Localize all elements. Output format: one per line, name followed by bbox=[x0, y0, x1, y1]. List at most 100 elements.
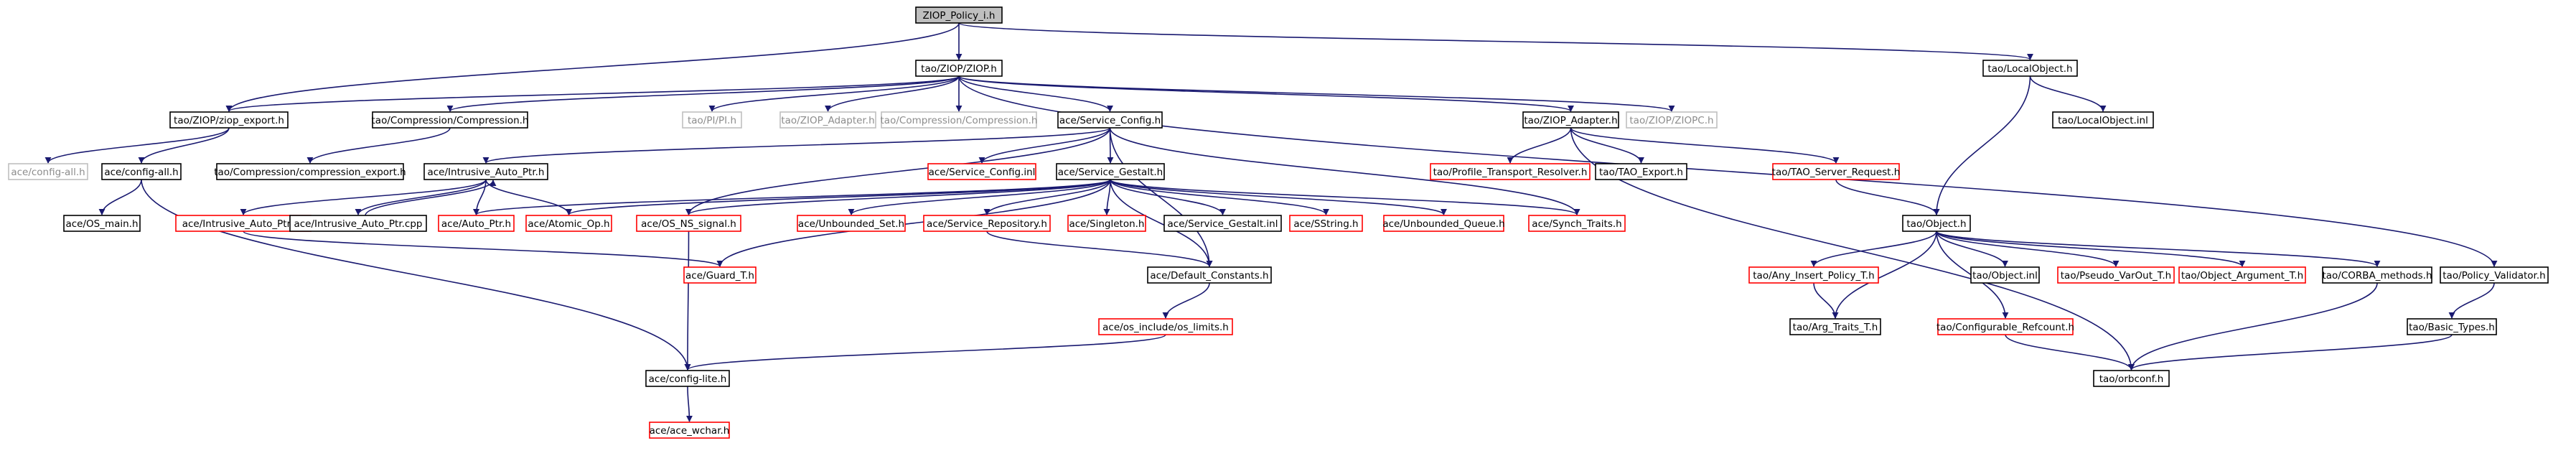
node-service-gestalt-inl[interactable]: ace/Service_Gestalt.inl bbox=[1163, 215, 1282, 232]
node-object-h[interactable]: tao/Object.h bbox=[1902, 215, 1971, 232]
node-orbconf-h[interactable]: tao/orbconf.h bbox=[2093, 370, 2170, 387]
node-box bbox=[1982, 60, 2078, 77]
node-service-config-h[interactable]: ace/Service_Config.h bbox=[1057, 111, 1163, 129]
edge-root-to-ziop_export_h bbox=[225, 22, 960, 112]
edge-group-ziop_h-policy_validator_h bbox=[958, 75, 2498, 267]
edge-config_all_h-to-os_main_h bbox=[98, 179, 142, 215]
node-service-config-inl[interactable]: ace/Service_Config.inl bbox=[927, 163, 1036, 180]
node-root[interactable]: ZIOP_Policy_i.h bbox=[915, 6, 1003, 24]
node-guard-t-h[interactable]: ace/Guard_T.h bbox=[683, 266, 757, 284]
edge-group-ziop_h-pi_h bbox=[708, 75, 960, 112]
node-box bbox=[2093, 370, 2170, 387]
edge-service_gestalt_h-to-unbounded_set_h bbox=[848, 179, 1111, 215]
edge-group-ziop_adapter_h-profile_transport_resolver_h bbox=[1507, 127, 1572, 164]
node-sstring-h[interactable]: ace/SString.h bbox=[1289, 215, 1363, 232]
edge-group-localobject_h-object_h bbox=[1933, 75, 2031, 215]
node-service-gestalt-h[interactable]: ace/Service_Gestalt.h bbox=[1056, 163, 1165, 180]
edge-group-object_h-object_argument_t_h bbox=[1936, 231, 2246, 267]
node-policy-validator-h[interactable]: tao/Policy_Validator.h bbox=[2440, 266, 2549, 284]
edge-group-service_config_h-os_ns_signal_h bbox=[685, 127, 1111, 215]
edge-intrusive_auto_ptr_inl-to-guard_t_h bbox=[243, 231, 723, 267]
node-configurable-refcount-h[interactable]: tao/Configurable_Refcount.h bbox=[1936, 318, 2074, 335]
node-service-repository-h[interactable]: ace/Service_Repository.h bbox=[923, 215, 1051, 232]
node-arg-traits-t-h[interactable]: tao/Arg_Traits_T.h bbox=[1789, 318, 1881, 335]
node-intrusive-auto-ptr-inl[interactable]: ace/Intrusive_Auto_Ptr.inl bbox=[175, 215, 312, 232]
edge-ziop_h-to-compression_h bbox=[446, 75, 960, 112]
node-label: ace/Default_Constants.h bbox=[1150, 270, 1268, 281]
node-config-all-h[interactable]: ace/config-all.h bbox=[101, 163, 182, 180]
node-tao-export-h[interactable]: tao/TAO_Export.h bbox=[1595, 163, 1687, 180]
node-pseudo-varout-t-h[interactable]: tao/Pseudo_VarOut_T.h bbox=[2057, 266, 2175, 284]
node-any-insert-policy-t-h[interactable]: tao/Any_Insert_Policy_T.h bbox=[1748, 266, 1879, 284]
node-compression-export-h[interactable]: tao/Compression/compression_export.h bbox=[214, 163, 406, 180]
node-pi-h[interactable]: tao/PI/PI.h bbox=[682, 111, 742, 129]
node-box bbox=[1937, 318, 2074, 335]
node-label: tao/ZIOP/ZIOPC.h bbox=[1629, 115, 1713, 126]
node-ziop-adapter-h[interactable]: tao/ZIOP_Adapter.h bbox=[1522, 111, 1619, 129]
edge-group-ziop_h-ziop_adapter_gray_h bbox=[825, 75, 960, 112]
edge-group-ziop_h-service_config_h bbox=[958, 75, 1113, 112]
edge-group-service_gestalt_h-sstring_h bbox=[1110, 179, 1329, 215]
edge-service_gestalt_h-to-default_constants_h bbox=[1110, 179, 1213, 267]
node-os-ns-signal-h[interactable]: ace/OS_NS_signal.h bbox=[636, 215, 741, 232]
node-ziop-h[interactable]: tao/ZIOP/ZIOP.h bbox=[915, 60, 1003, 77]
node-box bbox=[1902, 215, 1971, 232]
node-label: tao/ZIOP/ziop_export.h bbox=[174, 115, 284, 126]
node-box bbox=[63, 215, 141, 232]
node-basic-types-h[interactable]: tao/Basic_Types.h bbox=[2407, 318, 2497, 335]
node-label: ace/SString.h bbox=[1293, 218, 1358, 230]
edge-config_lite_h-to-ace_wchar_h bbox=[685, 386, 693, 422]
node-synch-traits-h[interactable]: ace/Synch_Traits.h bbox=[1528, 215, 1626, 232]
edge-group-service_gestalt_h-guard_t_h bbox=[716, 179, 1111, 267]
node-intrusive-auto-ptr-h[interactable]: ace/Intrusive_Auto_Ptr.h bbox=[423, 163, 548, 180]
node-box bbox=[683, 266, 757, 284]
node-ziopc-h[interactable]: tao/ZIOP/ZIOPC.h bbox=[1626, 111, 1718, 129]
node-box bbox=[881, 111, 1037, 129]
edge-ziop_h-to-ziop_adapter_gray_h bbox=[825, 75, 960, 112]
node-box bbox=[1147, 266, 1272, 284]
node-label: ace/Synch_Traits.h bbox=[1532, 218, 1621, 230]
node-os-limits-h[interactable]: ace/os_include/os_limits.h bbox=[1098, 318, 1233, 335]
node-box bbox=[1057, 111, 1163, 129]
node-label: tao/PI/PI.h bbox=[688, 115, 736, 126]
node-box bbox=[1383, 215, 1504, 232]
node-label: tao/TAO_Export.h bbox=[1599, 167, 1683, 178]
node-os-main-h[interactable]: ace/OS_main.h bbox=[63, 215, 141, 232]
edge-group-object_h-arg_traits_t_h bbox=[1832, 231, 1937, 319]
node-localobject-h[interactable]: tao/LocalObject.h bbox=[1982, 60, 2078, 77]
node-object-inl[interactable]: tao/Object.inl bbox=[1970, 266, 2040, 284]
node-label: tao/Profile_Transport_Resolver.h bbox=[1433, 167, 1588, 178]
node-unbounded-queue-h[interactable]: ace/Unbounded_Queue.h bbox=[1382, 215, 1505, 232]
node-label: tao/Configurable_Refcount.h bbox=[1936, 322, 2074, 333]
edge-group-service_gestalt_h-atomic_op_h bbox=[566, 179, 1111, 215]
node-localobject-inl[interactable]: tao/LocalObject.inl bbox=[2052, 111, 2154, 129]
node-auto-ptr-h[interactable]: ace/Auto_Ptr.h bbox=[438, 215, 515, 232]
edge-group-root-localobject_h bbox=[958, 22, 2033, 60]
node-corba-methods-h[interactable]: tao/CORBA_methods.h bbox=[2322, 266, 2432, 284]
node-config-lite-h[interactable]: ace/config-lite.h bbox=[645, 370, 730, 387]
node-box bbox=[923, 215, 1051, 232]
edge-group-config_lite_h-ace_wchar_h bbox=[685, 386, 693, 422]
node-profile-transport-resolver-h[interactable]: tao/Profile_Transport_Resolver.h bbox=[1430, 163, 1591, 180]
edge-group-service_gestalt_h-unbounded_queue_h bbox=[1110, 179, 1447, 215]
edge-group-config_all_h-config_lite_h bbox=[141, 179, 691, 371]
edge-group-service_config_h-synch_traits_h bbox=[1109, 127, 1580, 215]
node-label: ace/config-lite.h bbox=[649, 373, 727, 385]
edge-group-service_gestalt_h-service_repository_h bbox=[983, 179, 1111, 215]
node-ziop-adapter-gray-h[interactable]: tao/ZIOP_Adapter.h bbox=[779, 111, 876, 129]
node-compression-gray-h[interactable]: tao/Compression/Compression.h bbox=[881, 111, 1038, 129]
node-unbounded-set-h[interactable]: ace/Unbounded_Set.h bbox=[797, 215, 906, 232]
node-ziop-export-h[interactable]: tao/ZIOP/ziop_export.h bbox=[169, 111, 289, 129]
node-intrusive-auto-ptr-cpp[interactable]: ace/Intrusive_Auto_Ptr.cpp bbox=[289, 215, 427, 232]
node-default-constants-h[interactable]: ace/Default_Constants.h bbox=[1147, 266, 1272, 284]
edge-group-compression_h-compression_export_h bbox=[306, 127, 451, 164]
node-singleton-h[interactable]: ace/Singleton.h bbox=[1067, 215, 1146, 232]
node-atomic-op-h[interactable]: ace/Atomic_Op.h bbox=[525, 215, 612, 232]
node-ace-wchar-h[interactable]: ace/ace_wchar.h bbox=[649, 422, 730, 439]
edge-service_gestalt_h-to-guard_t_h bbox=[716, 179, 1111, 267]
node-compression-h[interactable]: tao/Compression/Compression.h bbox=[372, 111, 529, 129]
node-object-argument-t-h[interactable]: tao/Object_Argument_T.h bbox=[2178, 266, 2306, 284]
edge-config_all_h-to-config_lite_h bbox=[141, 179, 691, 371]
node-config-all-gray-h[interactable]: ace/config-all.h bbox=[8, 163, 88, 180]
node-tao-server-request-h[interactable]: tao/TAO_Server_Request.h bbox=[1772, 163, 1901, 180]
